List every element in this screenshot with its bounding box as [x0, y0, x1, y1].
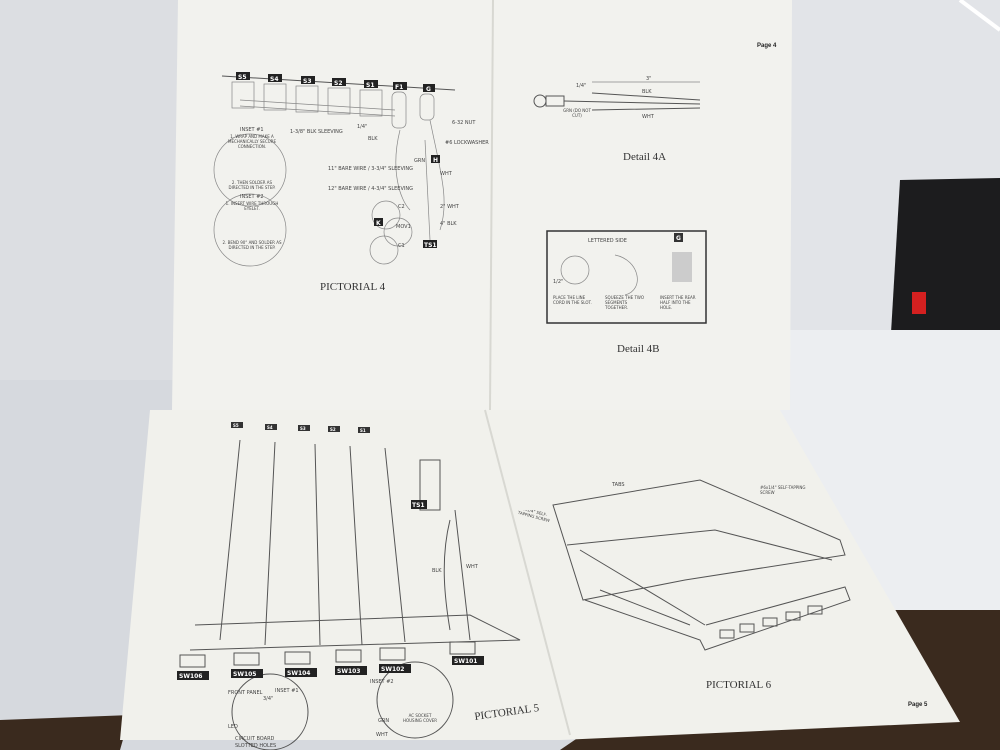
label-ac-socket-cover: AC SOCKET HOUSING COVER — [402, 713, 438, 723]
caption-detail-4a: Detail 4A — [623, 151, 666, 163]
label-three-quarter: 3/4" — [263, 696, 273, 702]
wood-table-left — [0, 715, 130, 750]
label-slotted-holes: SLOTTED HOLES — [235, 743, 276, 749]
top-tags: S5 S4 S3 S2 S1 — [231, 422, 370, 433]
tag-sw101: SW101 — [454, 658, 477, 665]
tag-p5-ts1: TS1 — [412, 502, 425, 509]
label-c2: C2 — [398, 204, 405, 210]
dim-3-inch: 3" — [646, 76, 651, 82]
label-half-inch: 1/2" — [553, 279, 563, 285]
label-grn: GRN — [414, 158, 425, 164]
label-p5-inset-wht: WHT — [376, 732, 389, 738]
tag-p5-s3: S3 — [300, 426, 306, 431]
caption-pictorial-6: PICTORIAL 6 — [706, 679, 772, 691]
tag-s3: S3 — [303, 78, 312, 85]
tag-s5: S5 — [238, 74, 247, 81]
p5-inset-2-title: INSET #2 — [370, 679, 394, 685]
tag-p5-s2: S2 — [330, 427, 336, 432]
tag-s2: S2 — [334, 80, 343, 87]
label-wht-2: 2" WHT — [440, 204, 460, 210]
label-blk-4: 4" BLK — [440, 221, 457, 227]
tag-p5-s4: S4 — [267, 425, 273, 430]
inset-1-step-2: 2. THEN SOLDER AS DIRECTED IN THE STEP. — [228, 180, 276, 190]
label-4a-blk: BLK — [642, 89, 652, 95]
tag-k: K — [376, 220, 381, 227]
label-screw-right: #6x1/4" SELF-TAPPING SCREW — [760, 485, 806, 495]
page-number-4: Page 4 — [757, 43, 777, 49]
dim-quarter-inch: 1/4" — [576, 83, 586, 89]
tag-sw106: SW106 — [179, 673, 202, 680]
label-4a-grn: GRN (DO NOT CUT) — [563, 108, 591, 118]
label-tabs: TABS — [611, 482, 625, 488]
page-number-5: Page 5 — [908, 702, 928, 708]
label-mov1: MOV1 — [396, 224, 411, 230]
label-quarter: 1/4" — [357, 124, 367, 130]
tag-g: G — [426, 86, 431, 93]
label-p5-blk: BLK — [432, 568, 442, 574]
tag-p5-s5: S5 — [233, 423, 239, 428]
label-blk: BLK — [368, 136, 378, 142]
p5-inset-1-title: INSET #1 — [275, 688, 299, 694]
label-bare-wire-2: 12" BARE WIRE / 4-3/4" SLEEVING — [328, 186, 413, 192]
detail-4a: 1/4" 3" BLK WHT GRN (DO NOT CUT) Detail … — [533, 76, 701, 163]
tag-s4: S4 — [270, 76, 279, 83]
tag-ts1: TS1 — [424, 242, 437, 249]
label-circuit-board: CIRCUIT BOARD — [235, 736, 275, 742]
light-glare — [958, 0, 1000, 32]
detail-4b: G LETTERED SIDE 1/2" PLACE THE LINE CORD… — [546, 230, 707, 355]
tag-s1: S1 — [366, 82, 375, 89]
inset-1-step-1: 1. WRAP AND MAKE A MECHANICALLY SECURE C… — [228, 134, 276, 149]
tag-h: H — [433, 157, 438, 164]
tag-f1: F1 — [395, 84, 403, 91]
pictorial-4: S5 S4 S3 S2 S1 F1 G 1-3/8" BLK SLEEVING … — [213, 72, 489, 293]
label-4a-wht: WHT — [642, 114, 655, 120]
label-led: LED — [228, 724, 238, 730]
label-p5-wht: WHT — [466, 564, 479, 570]
inset-2-step-1: 1. INSERT WIRE THROUGH EYELET. — [225, 201, 279, 211]
step-4b-1: PLACE THE LINE CORD IN THE SLOT. — [553, 295, 592, 305]
caption-detail-4b: Detail 4B — [617, 343, 659, 355]
switch-labels: SW106 SW105 SW104 SW103 SW102 SW101 — [177, 656, 484, 680]
switch-tags: S5 S4 S3 S2 S1 F1 G — [236, 72, 435, 93]
tag-sw104: SW104 — [287, 670, 310, 677]
bottom-spread-paper — [120, 410, 960, 740]
power-switch — [912, 292, 926, 314]
label-screw-left: #6x1/4" SELF-TAPPING SCREW — [518, 510, 551, 524]
label-nut: 6-32 NUT — [452, 120, 476, 126]
step-4b-2: SQUEEZE THE TWO SEGMENTS TOGETHER. — [605, 295, 645, 310]
label-p5-grn: GRN — [378, 718, 389, 724]
step-4b-3: INSERT THE REAR HALF INTO THE HOLE. — [660, 295, 696, 310]
label-wht: WHT — [440, 171, 453, 177]
tag-sw103: SW103 — [337, 668, 360, 675]
inset-2-title: INSET #2 — [240, 194, 264, 200]
tag-sw105: SW105 — [233, 671, 256, 678]
label-c1: C1 — [398, 243, 405, 249]
tag-4b-g: G — [676, 235, 681, 242]
top-spread-fold — [489, 0, 494, 411]
label-lettered-side: LETTERED SIDE — [588, 238, 627, 244]
tag-p5-s1: S1 — [360, 428, 366, 433]
label-lockwasher: #6 LOCKWASHER — [445, 140, 489, 146]
label-bare-wire-1: 11" BARE WIRE / 3-3/4" SLEEVING — [328, 166, 413, 172]
bottom-spread-fold — [484, 409, 571, 736]
label-front-panel: FRONT PANEL — [228, 690, 263, 696]
inset-1-title: INSET #1 — [240, 127, 264, 133]
caption-pictorial-4: PICTORIAL 4 — [320, 281, 386, 293]
label-sleeving: 1-3/8" BLK SLEEVING — [290, 129, 343, 135]
tag-sw102: SW102 — [381, 666, 404, 673]
inset-2-step-2: 2. BEND 90° AND SOLDER AS DIRECTED IN TH… — [222, 240, 282, 250]
background-board-left — [0, 0, 180, 380]
pictorial-6: TABS #6x1/4" SELF-TAPPING SCREW #6x1/4" … — [518, 479, 928, 708]
